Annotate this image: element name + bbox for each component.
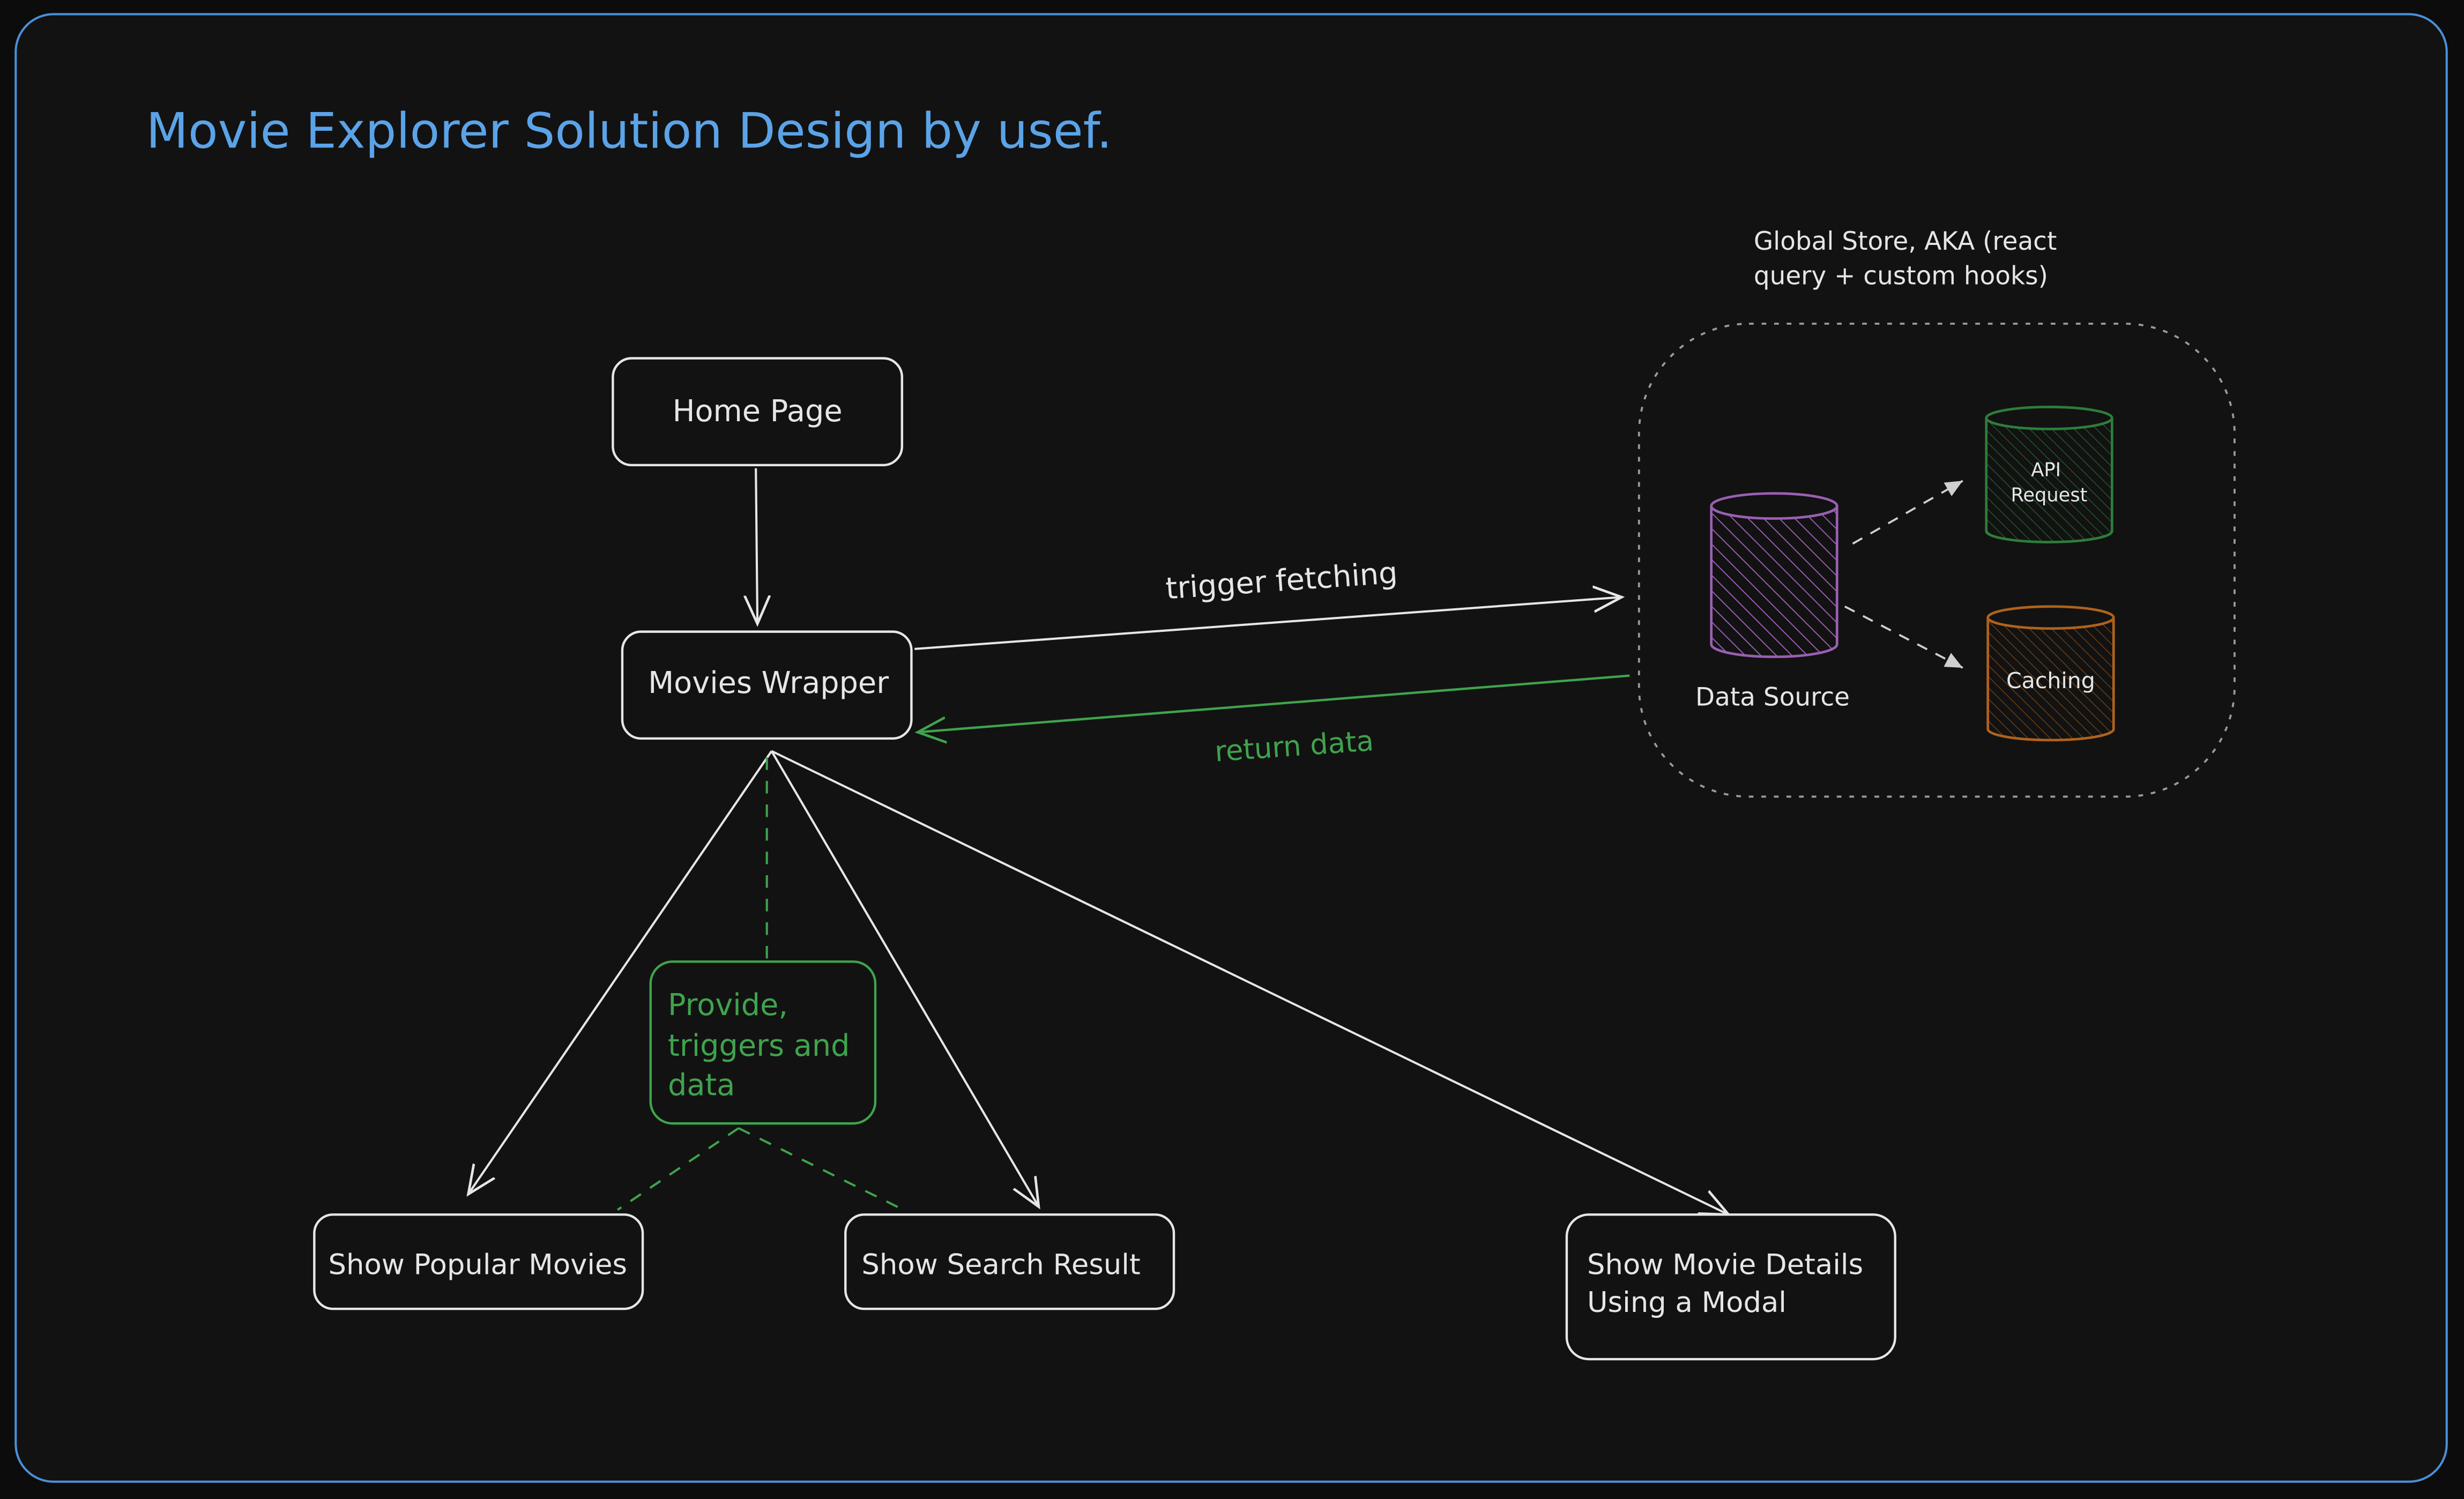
provide-note-node[interactable]: Provide, triggers and data xyxy=(649,960,877,1125)
show-movie-details-node[interactable]: Show Movie Details Using a Modal xyxy=(1565,1213,1896,1361)
show-movie-details-line-2: Using a Modal xyxy=(1587,1286,1786,1319)
data-source-label: Data Source xyxy=(1695,682,1850,712)
wrapper-to-search-arrow xyxy=(770,750,1038,1206)
home-page-node[interactable]: Home Page xyxy=(612,357,904,467)
global-store-label-line-1: Global Store, AKA (react xyxy=(1754,227,2057,256)
api-request-label-line-2: Request xyxy=(2011,484,2088,506)
show-popular-movies-node[interactable]: Show Popular Movies xyxy=(313,1213,644,1310)
data-source-to-api-arrow xyxy=(1852,480,1963,545)
show-movie-details-line-1: Show Movie Details xyxy=(1587,1249,1863,1281)
caching-label: Caching xyxy=(2006,668,2095,693)
wrapper-to-popular-arrow xyxy=(468,750,773,1194)
show-search-result-node[interactable]: Show Search Result xyxy=(844,1213,1175,1310)
home-to-wrapper-arrow xyxy=(756,468,757,624)
trigger-fetching-arrow xyxy=(914,597,1621,650)
return-data-arrow xyxy=(918,674,1630,733)
data-source-cylinder[interactable]: Data Source xyxy=(1695,492,1850,712)
movies-wrapper-node[interactable]: Movies Wrapper xyxy=(621,630,913,740)
api-request-cylinder[interactable]: API Request xyxy=(1985,406,2113,543)
diagram-title: Movie Explorer Solution Design by usef. xyxy=(146,103,1112,160)
provide-note-line-3: data xyxy=(668,1068,735,1102)
api-request-label-line-1: API xyxy=(2031,459,2061,481)
data-source-to-caching-arrow xyxy=(1844,606,1963,669)
show-popular-movies-label: Show Popular Movies xyxy=(329,1249,627,1281)
home-page-label: Home Page xyxy=(673,394,843,429)
show-search-result-label: Show Search Result xyxy=(861,1249,1140,1281)
caching-cylinder[interactable]: Caching xyxy=(1986,605,2115,742)
note-to-search-dashed-line xyxy=(738,1127,907,1213)
global-store-container xyxy=(1637,323,2236,798)
wrapper-to-details-arrow xyxy=(771,750,1728,1214)
provide-note-line-1: Provide, xyxy=(668,988,788,1023)
note-to-popular-dashed-line xyxy=(617,1127,740,1211)
movies-wrapper-label: Movies Wrapper xyxy=(648,666,889,700)
provide-note-line-2: triggers and xyxy=(668,1028,850,1063)
global-store-label-line-2: query + custom hooks) xyxy=(1754,262,2048,291)
